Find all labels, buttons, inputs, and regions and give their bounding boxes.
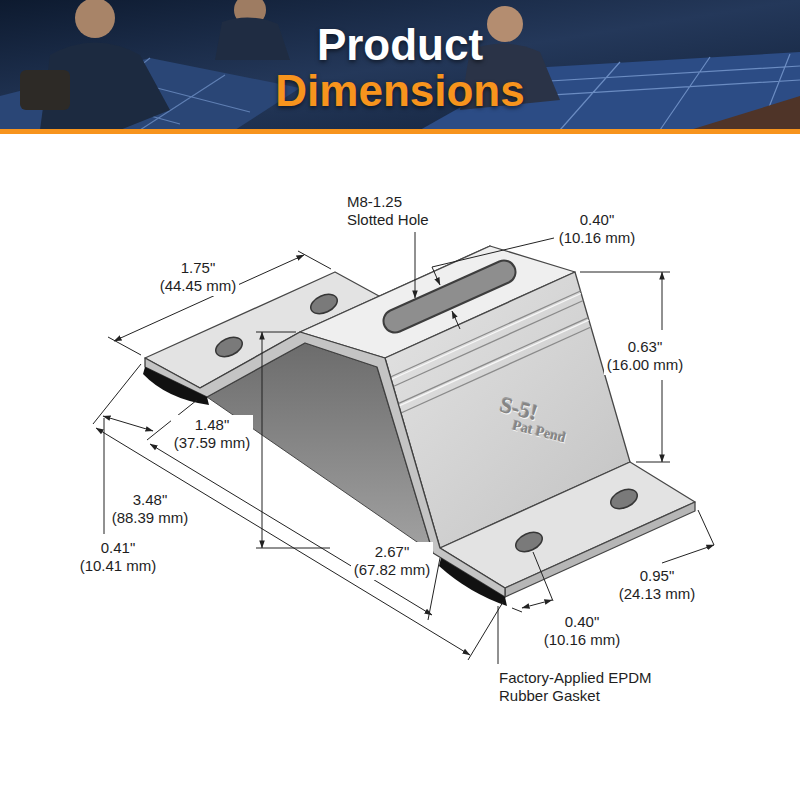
rib-highlight [399,320,589,406]
page-title: Product Dimensions [250,22,550,114]
worker-head [487,6,523,42]
extension-line [298,251,331,269]
leader-arrow [415,232,416,298]
dimension-line [114,255,304,341]
leader-line [432,238,554,267]
extension-line [636,462,670,463]
dimension-line [262,332,263,548]
dimension-label: 0.63" (16.00 mm) [604,337,686,375]
callout-label: M8-1.25 Slotted Hole [345,192,432,230]
banner-ground [0,0,800,130]
profile-end-face [145,332,505,597]
callout-label: Factory-Applied EPDM Rubber Gasket [497,668,683,706]
dimension-label: 0.40" (10.16 mm) [541,612,623,650]
extension-line [93,364,141,424]
dimension-line [662,380,663,462]
leader-line [498,606,499,664]
tool-belt [20,70,70,110]
dimension-line [522,600,552,608]
dimension-label: 2.67" (67.82 mm) [351,542,433,580]
dimension-lines [93,232,714,664]
extension-line [512,608,522,612]
extension-line [108,337,141,355]
accent-bar [0,129,800,134]
dimension-line [150,444,432,615]
slotted-hole [395,272,504,321]
extension-line [580,272,670,273]
leader-line [104,418,105,534]
dimension-line [662,272,663,330]
rib-line [401,327,591,413]
dimension-label: 3.48" (88.39 mm) [109,490,191,528]
dimension-label: 0.95" (24.13 mm) [616,566,698,604]
rib-line [398,318,588,404]
slot-outline [395,272,504,321]
extension-line [698,510,714,545]
screw-hole [608,486,640,513]
dimension-line [103,416,153,431]
dimension-arrow [432,267,440,285]
worker-body [215,17,290,60]
dimension-label: 1.75" (44.45 mm) [157,258,239,296]
screw-hole [308,291,340,318]
epdm-gasket [143,367,209,405]
extension-line [533,552,553,601]
dimension-line [662,545,714,563]
dimension-arrow [452,311,460,329]
screw-hole [213,334,245,361]
epdm-gasket [439,558,507,606]
dimension-label: 0.41" (10.41 mm) [77,538,159,576]
bracket-body [145,246,695,597]
dimension-label: 0.40" (10.16 mm) [556,210,638,248]
worker-head [75,0,115,38]
dimension-label: 1.48" (37.59 mm) [171,415,253,453]
screw-hole [513,529,545,556]
roof-shingles [690,96,800,130]
